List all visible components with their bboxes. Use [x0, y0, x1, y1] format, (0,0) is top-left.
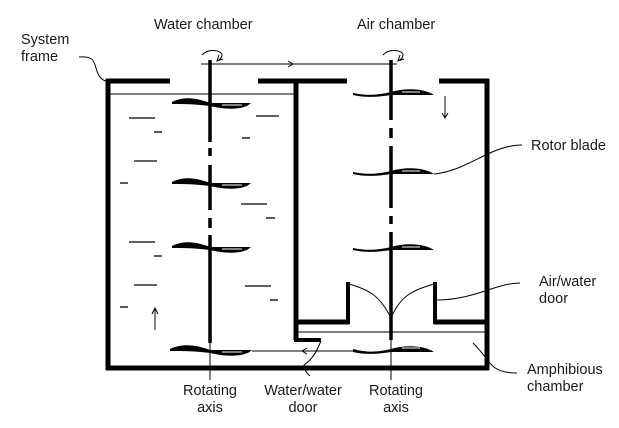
- rotor-blade: [353, 346, 434, 354]
- rotor-blade: [170, 345, 252, 356]
- label-air-water-door: Air/water: [539, 274, 596, 290]
- label-water-water-door: Water/water: [264, 383, 342, 399]
- rotor-blade: [172, 178, 251, 189]
- leader-rotor-blade: [433, 144, 523, 175]
- system-frame: [105, 78, 490, 371]
- rotor-blades: [170, 89, 434, 356]
- blade-highlights: [222, 91, 420, 353]
- leader-air-water-door: [435, 282, 521, 301]
- label-system-frame: frame: [21, 49, 58, 65]
- arrow-right-icon: [287, 60, 294, 68]
- air-water-door-flaps: [348, 283, 435, 319]
- label-air-water-door: door: [539, 291, 568, 307]
- label-rotating-axis-left: Rotating: [183, 383, 237, 399]
- rotor-blade: [353, 89, 434, 97]
- label-water-water-door: door: [288, 400, 317, 416]
- labels: System frame Water chamber Air chamber R…: [21, 17, 606, 416]
- leader-water-water-door: [303, 340, 322, 377]
- rotor-blade: [353, 244, 434, 252]
- label-amphibious-chamber: chamber: [527, 379, 584, 395]
- leader-amphibious-chamber: [472, 342, 518, 374]
- flow-arrows: [151, 50, 449, 355]
- rotor-blade: [172, 242, 251, 253]
- label-water-chamber: Water chamber: [154, 17, 253, 33]
- water-ripples: [120, 115, 279, 308]
- label-rotating-axis-left: axis: [197, 400, 223, 416]
- label-rotor-blade: Rotor blade: [531, 138, 606, 154]
- label-air-chamber: Air chamber: [357, 17, 435, 33]
- leader-system-frame: [78, 56, 107, 82]
- rotor-blade: [172, 98, 251, 109]
- label-rotating-axis-right: axis: [383, 400, 409, 416]
- label-rotating-axis-right: Rotating: [369, 383, 423, 399]
- leader-lines: [78, 56, 523, 377]
- label-system-frame: System: [21, 32, 69, 48]
- label-amphibious-chamber: Amphibious: [527, 362, 603, 378]
- rotor-blade: [353, 168, 434, 176]
- arrow-left-icon: [301, 347, 308, 355]
